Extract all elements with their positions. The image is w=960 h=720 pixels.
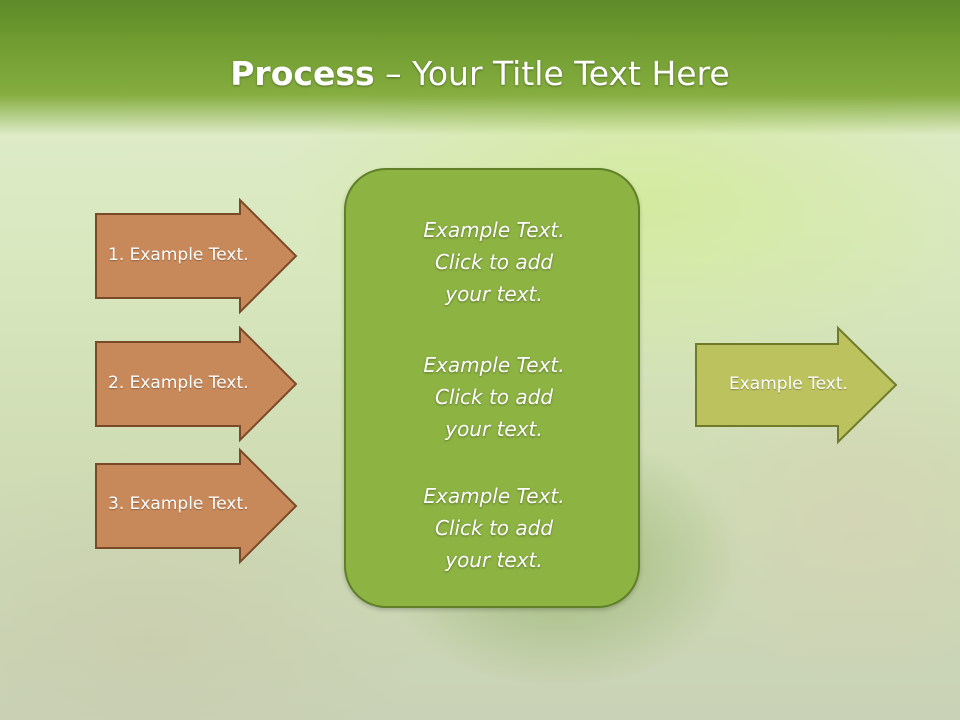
- center-text-box[interactable]: Example Text. Click to add your text. Ex…: [344, 168, 640, 608]
- left-arrow-3[interactable]: [94, 447, 300, 565]
- block-3-line-1: Example Text.: [423, 484, 565, 508]
- left-arrow-2-label: 2. Example Text.: [108, 373, 249, 393]
- block-2-line-3: your text.: [445, 417, 543, 441]
- center-block-1: Example Text. Click to add your text.: [346, 214, 642, 310]
- block-1-line-2: Click to add: [434, 250, 554, 274]
- slide-title: Process – Your Title Text Here: [0, 54, 960, 93]
- left-arrow-3-label: 3. Example Text.: [108, 494, 249, 514]
- block-1-line-3: your text.: [445, 282, 543, 306]
- title-bold: Process: [230, 54, 375, 93]
- block-3-line-3: your text.: [445, 548, 543, 572]
- block-2-line-1: Example Text.: [423, 353, 565, 377]
- block-1-line-1: Example Text.: [423, 218, 565, 242]
- block-2-line-2: Click to add: [434, 385, 554, 409]
- header-band: [0, 0, 960, 135]
- left-arrow-1[interactable]: [94, 197, 300, 315]
- right-arrow-label: Example Text.: [729, 374, 848, 394]
- left-arrow-2[interactable]: [94, 325, 300, 443]
- center-block-3: Example Text. Click to add your text.: [346, 480, 642, 576]
- left-arrow-1-label: 1. Example Text.: [108, 245, 249, 265]
- center-block-2: Example Text. Click to add your text.: [346, 349, 642, 445]
- right-arrow[interactable]: [694, 325, 900, 445]
- block-3-line-2: Click to add: [434, 516, 554, 540]
- title-rest: – Your Title Text Here: [374, 54, 730, 93]
